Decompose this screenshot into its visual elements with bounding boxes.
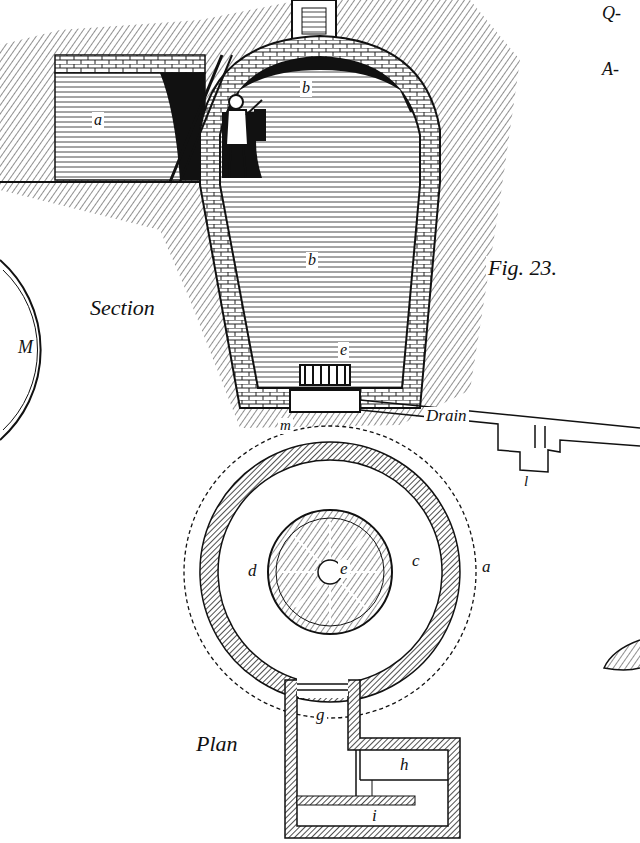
callout-letter: a	[92, 112, 104, 129]
callout-letter: e	[338, 560, 350, 578]
callout-letter: h	[398, 756, 411, 774]
callout-letter: a	[480, 558, 493, 576]
callout-letter: M	[16, 338, 35, 357]
callout-letter: b	[306, 252, 318, 269]
callout-letter: b	[300, 80, 312, 97]
callout-letter: m	[278, 418, 293, 434]
callout-letter: c	[410, 552, 422, 570]
callout-letter: e	[338, 342, 349, 359]
figure-caption: Plan	[194, 732, 240, 755]
figure-caption: Section	[88, 296, 157, 319]
callout-letter: i	[370, 807, 379, 825]
callout-letter: Q-	[600, 4, 623, 23]
callout-letter: d	[246, 562, 259, 580]
callout-letter: l	[522, 474, 530, 490]
callout-letter: g	[314, 706, 327, 724]
figure-caption: Drain	[424, 407, 469, 425]
callout-letter: A-	[600, 60, 621, 79]
figure-caption: Fig. 23.	[486, 256, 559, 279]
